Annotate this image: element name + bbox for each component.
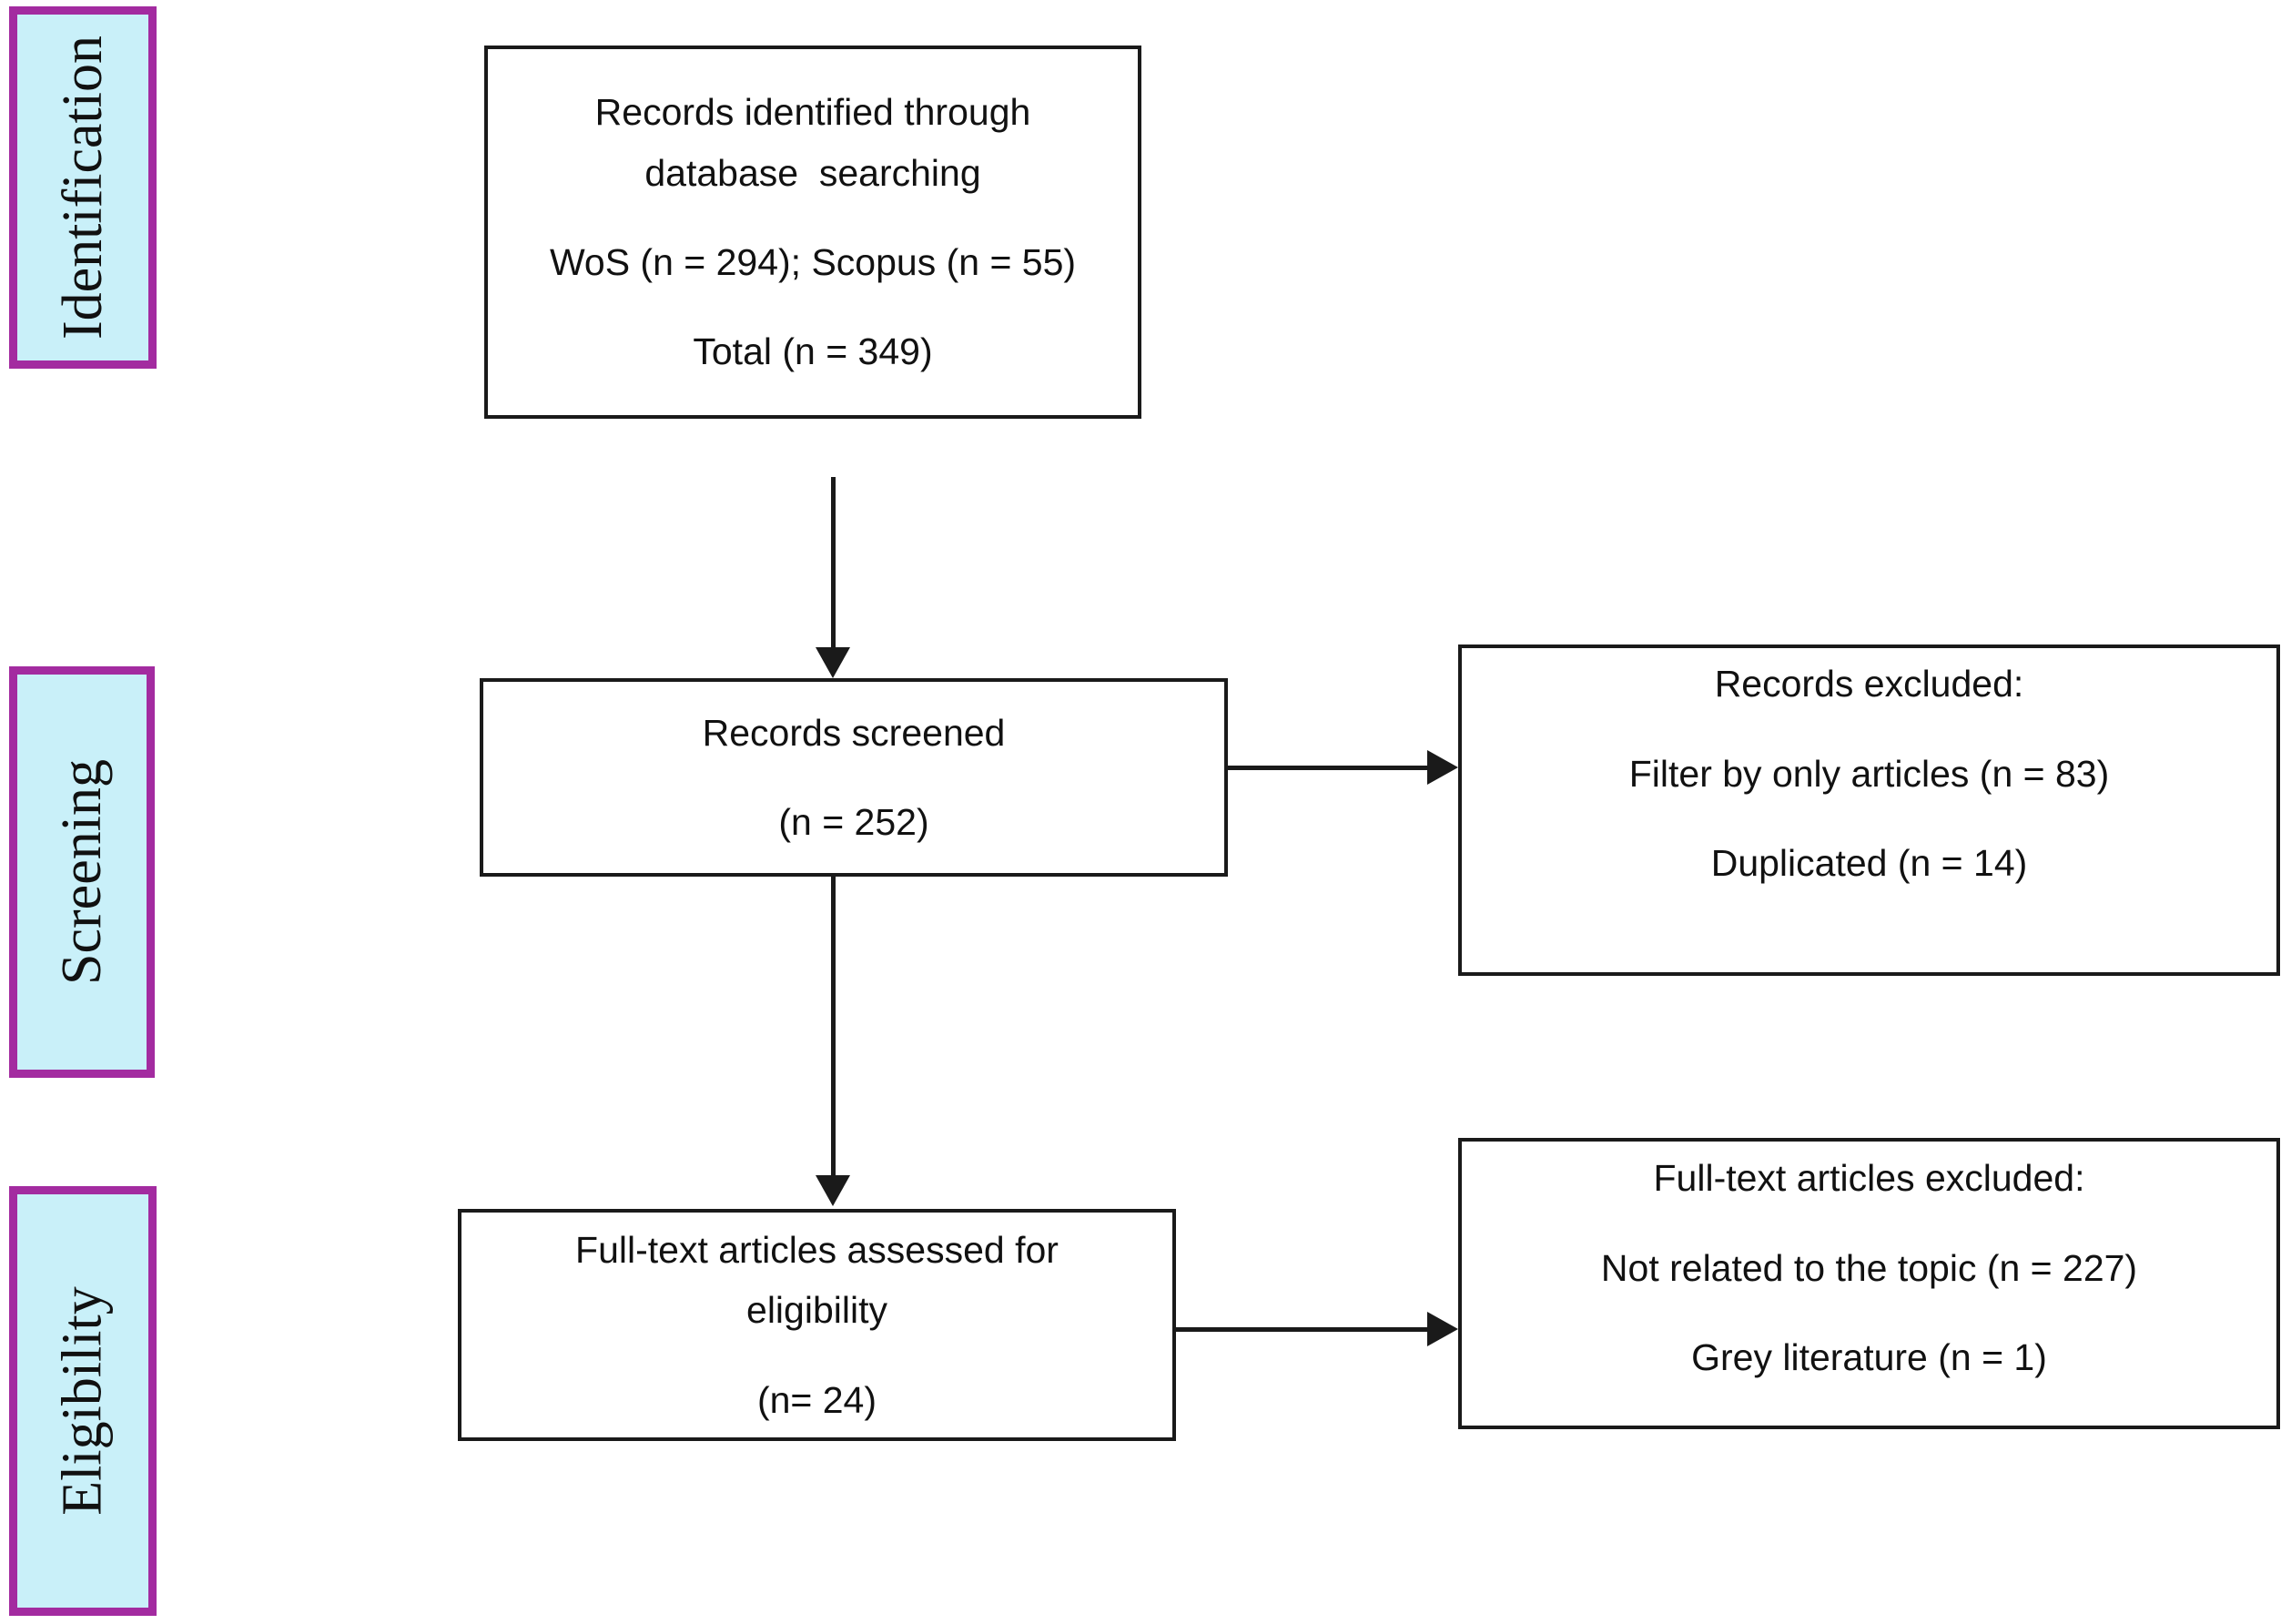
records-identified-line-4: Total (n = 349) (693, 330, 933, 373)
connector-shaft (831, 876, 836, 1178)
records-screened-line-2: (n = 252) (778, 801, 929, 843)
box-records-identified: Records identified through database sear… (484, 46, 1141, 419)
records-excluded-line-1: Records excluded: (1714, 663, 2024, 705)
arrowhead-right-icon (1427, 1312, 1458, 1346)
stage-label-screening-text: Screening (51, 759, 114, 985)
box-records-screened: Records screened (n = 252) (480, 678, 1228, 877)
arrowhead-down-icon (816, 647, 850, 678)
fulltext-excluded-line-1: Full-text articles excluded: (1653, 1157, 2085, 1200)
connector-shaft (831, 477, 836, 650)
box-records-excluded: Records excluded: Filter by only article… (1458, 645, 2280, 976)
connector-identified-to-screened (816, 477, 850, 678)
box-fulltext-excluded: Full-text articles excluded: Not related… (1458, 1138, 2280, 1429)
records-identified-line-2: database searching (644, 151, 981, 194)
stage-label-eligibility-text: Eligibility (52, 1286, 115, 1516)
arrowhead-down-icon (816, 1175, 850, 1206)
connector-shaft (1176, 1327, 1430, 1332)
fulltext-assessed-line-2: eligibility (746, 1289, 887, 1332)
stage-label-identification-text: Identification (52, 36, 115, 340)
fulltext-excluded-line-3: Grey literature (n = 1) (1691, 1336, 2047, 1379)
stage-label-screening: Screening (9, 666, 155, 1078)
fulltext-assessed-line-1: Full-text articles assessed for (575, 1228, 1059, 1271)
arrowhead-right-icon (1427, 750, 1458, 785)
box-fulltext-assessed: Full-text articles assessed for eligibil… (458, 1209, 1176, 1441)
records-screened-line-1: Records screened (702, 711, 1006, 754)
stage-label-identification: Identification (9, 6, 157, 369)
connector-fulltext-to-fulltext-excluded (1176, 1312, 1460, 1346)
connector-screened-to-fulltext (816, 876, 850, 1209)
records-identified-line-1: Records identified through (594, 91, 1031, 134)
connector-screened-to-records-excluded (1228, 750, 1460, 785)
fulltext-excluded-line-2: Not related to the topic (n = 227) (1600, 1246, 2138, 1289)
stage-label-eligibility: Eligibility (9, 1186, 157, 1616)
connector-shaft (1228, 766, 1430, 770)
records-excluded-line-3: Duplicated (n = 14) (1710, 842, 2028, 885)
records-excluded-line-2: Filter by only articles (n = 83) (1628, 752, 2110, 795)
fulltext-assessed-line-3: (n= 24) (756, 1378, 877, 1421)
records-identified-line-3: WoS (n = 294); Scopus (n = 55) (549, 241, 1077, 283)
